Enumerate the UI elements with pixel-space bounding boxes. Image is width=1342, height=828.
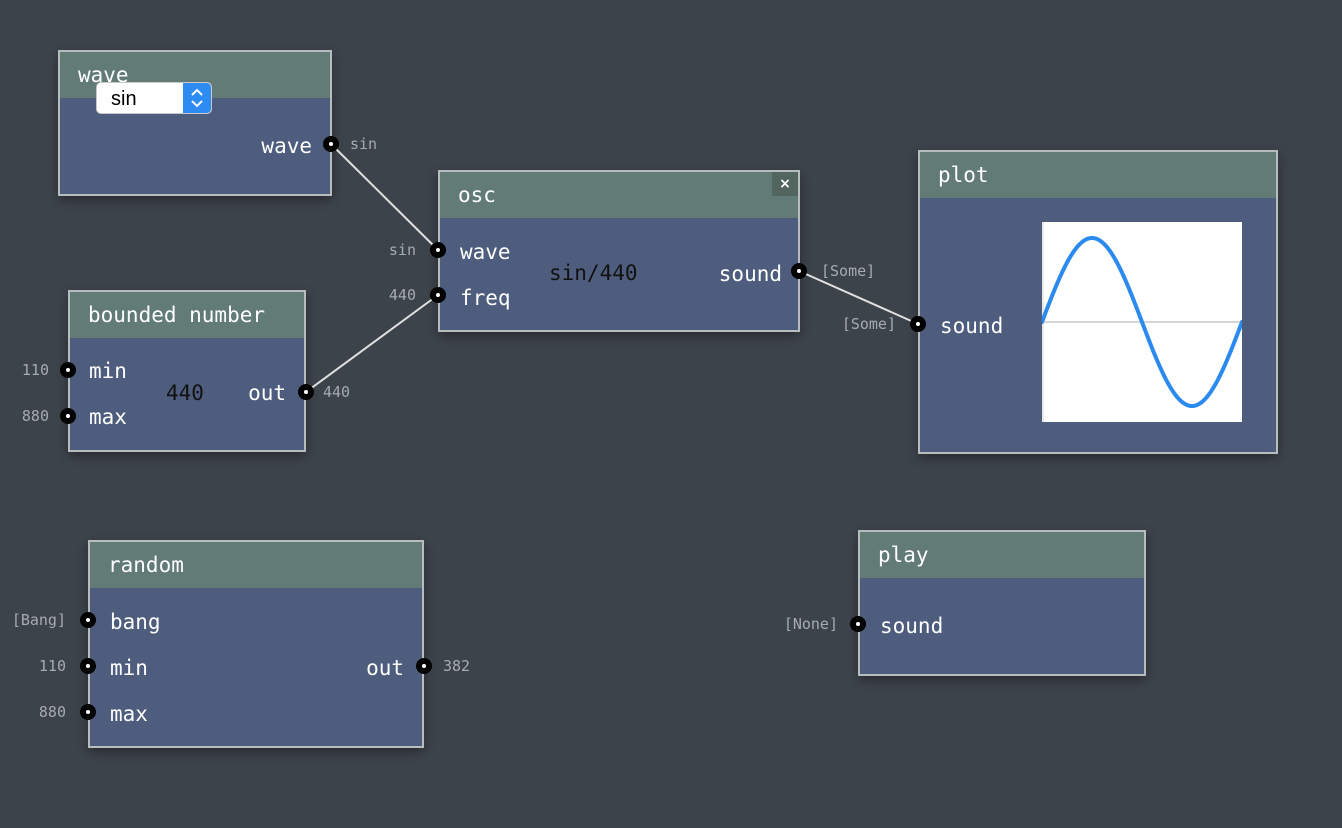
wire-wave-to-osc-wave bbox=[330, 143, 439, 251]
waveform-plot-svg bbox=[1042, 222, 1242, 422]
random-input-max-value: 880 bbox=[38, 703, 66, 721]
plot-input-sound-port[interactable] bbox=[910, 316, 926, 332]
osc-node[interactable]: osc × wave freq sin/440 sound bbox=[438, 170, 800, 332]
waveform-plot bbox=[1042, 222, 1242, 422]
wave-node-output-wave-port[interactable] bbox=[323, 136, 339, 152]
osc-input-freq-value: 440 bbox=[388, 286, 416, 304]
osc-input-wave-label: wave bbox=[460, 240, 511, 264]
plot-waveform-line bbox=[1042, 235, 1242, 409]
osc-input-freq-label: freq bbox=[460, 286, 511, 310]
random-input-max-label: max bbox=[110, 702, 148, 726]
select-arrows-icon bbox=[183, 83, 211, 113]
osc-output-sound-port[interactable] bbox=[791, 263, 807, 279]
wave-type-select-value: sin bbox=[111, 88, 137, 110]
random-input-max-port[interactable] bbox=[80, 704, 96, 720]
play-input-sound-label: sound bbox=[880, 614, 944, 638]
bounded-number-node[interactable]: bounded number min max 440 out bbox=[68, 290, 306, 452]
play-input-sound-port[interactable] bbox=[850, 616, 866, 632]
random-input-bang-label: bang bbox=[110, 610, 161, 634]
bounded-number-output-out-value: 440 bbox=[323, 383, 351, 401]
bounded-number-input-min-value: 110 bbox=[21, 361, 49, 379]
plot-node[interactable]: plot sound bbox=[918, 150, 1278, 454]
random-input-bang-value: [Bang] bbox=[11, 611, 66, 629]
play-node-title[interactable]: play bbox=[860, 532, 1144, 578]
wave-node-output-wave-value: sin bbox=[350, 135, 378, 153]
random-output-out-label: out bbox=[366, 656, 404, 680]
random-input-min-value: 110 bbox=[38, 657, 66, 675]
play-node[interactable]: play sound bbox=[858, 530, 1146, 676]
random-node-title[interactable]: random bbox=[90, 542, 422, 588]
osc-node-title[interactable]: osc bbox=[440, 172, 798, 218]
osc-output-sound-label: sound bbox=[718, 262, 782, 286]
random-node[interactable]: random bang min max out bbox=[88, 540, 424, 748]
osc-close-button[interactable]: × bbox=[772, 172, 798, 196]
bounded-number-value[interactable]: 440 bbox=[166, 381, 204, 405]
osc-input-wave-value: sin bbox=[388, 241, 416, 259]
random-output-out-value: 382 bbox=[443, 657, 471, 675]
bounded-number-input-min-port[interactable] bbox=[60, 362, 76, 378]
osc-input-wave-port[interactable] bbox=[430, 242, 446, 258]
osc-input-freq-port[interactable] bbox=[430, 287, 446, 303]
random-input-min-label: min bbox=[110, 656, 148, 680]
wave-node-output-wave-label: wave bbox=[261, 134, 312, 158]
random-input-bang-port[interactable] bbox=[80, 612, 96, 628]
osc-value: sin/440 bbox=[549, 261, 638, 285]
bounded-number-input-max-port[interactable] bbox=[60, 408, 76, 424]
bounded-number-output-out-label: out bbox=[248, 381, 286, 405]
wave-type-select[interactable]: sin bbox=[96, 82, 212, 114]
plot-node-title[interactable]: plot bbox=[920, 152, 1276, 198]
wire-bounded-out-to-osc-freq bbox=[305, 294, 439, 393]
bounded-number-node-title[interactable]: bounded number bbox=[70, 292, 304, 338]
bounded-number-input-max-label: max bbox=[89, 405, 127, 429]
random-input-min-port[interactable] bbox=[80, 658, 96, 674]
bounded-number-output-out-port[interactable] bbox=[298, 384, 314, 400]
osc-output-sound-value: [Some] bbox=[821, 262, 876, 280]
plot-input-sound-value: [Some] bbox=[841, 315, 896, 333]
bounded-number-input-min-label: min bbox=[89, 359, 127, 383]
plot-input-sound-label: sound bbox=[940, 314, 1004, 338]
play-input-sound-value: [None] bbox=[783, 615, 838, 633]
wave-node[interactable]: wave sin wave bbox=[58, 50, 332, 196]
bounded-number-input-max-value: 880 bbox=[21, 407, 49, 425]
random-output-out-port[interactable] bbox=[416, 658, 432, 674]
